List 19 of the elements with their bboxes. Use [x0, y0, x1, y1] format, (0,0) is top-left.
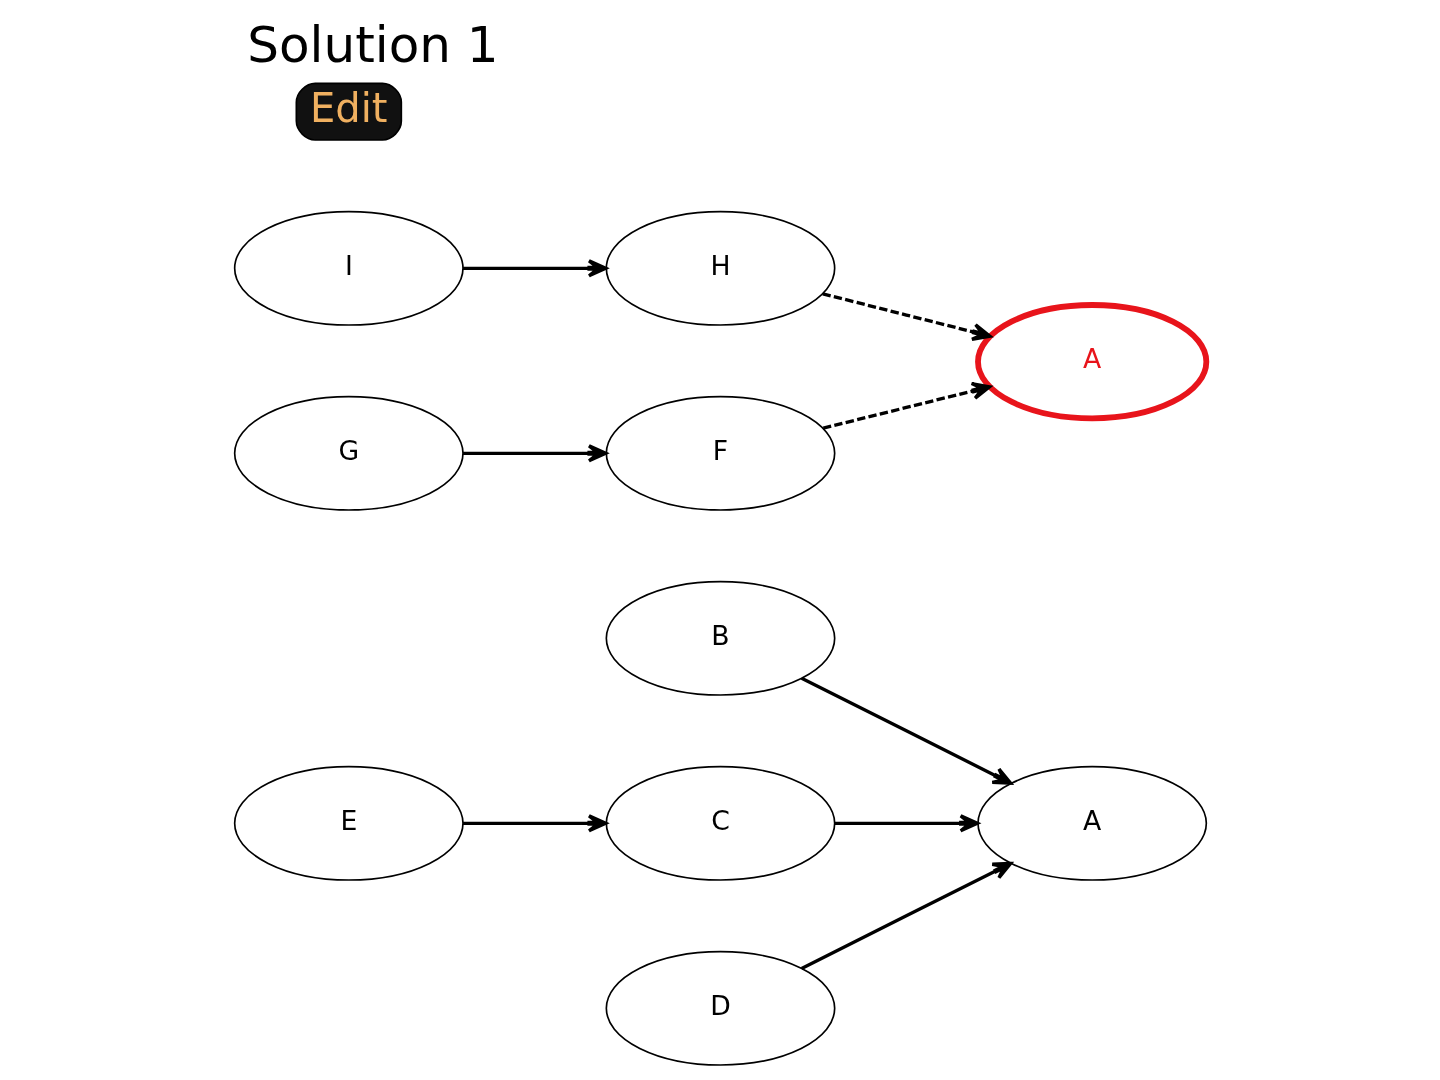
arrow — [462, 814, 607, 833]
node-ellipse: E — [233, 765, 464, 881]
arrow — [834, 814, 979, 833]
label: Edit — [309, 85, 388, 131]
node-ellipse: I — [233, 210, 464, 326]
node-ellipse: B — [605, 580, 835, 696]
node-ellipse: A — [974, 302, 1209, 422]
arrow — [822, 381, 991, 430]
diagram-title: Solution 1 — [246, 15, 499, 74]
node-ellipse: C — [605, 765, 835, 881]
arrow — [821, 292, 992, 342]
node-ellipse: F — [605, 395, 835, 511]
arrow — [462, 444, 607, 463]
arrow — [800, 861, 1012, 970]
arrow — [800, 676, 1012, 785]
node-ellipse: G — [233, 395, 464, 511]
node-ellipse: D — [605, 950, 835, 1066]
node-ellipse: H — [605, 210, 835, 326]
arrow — [462, 259, 607, 278]
